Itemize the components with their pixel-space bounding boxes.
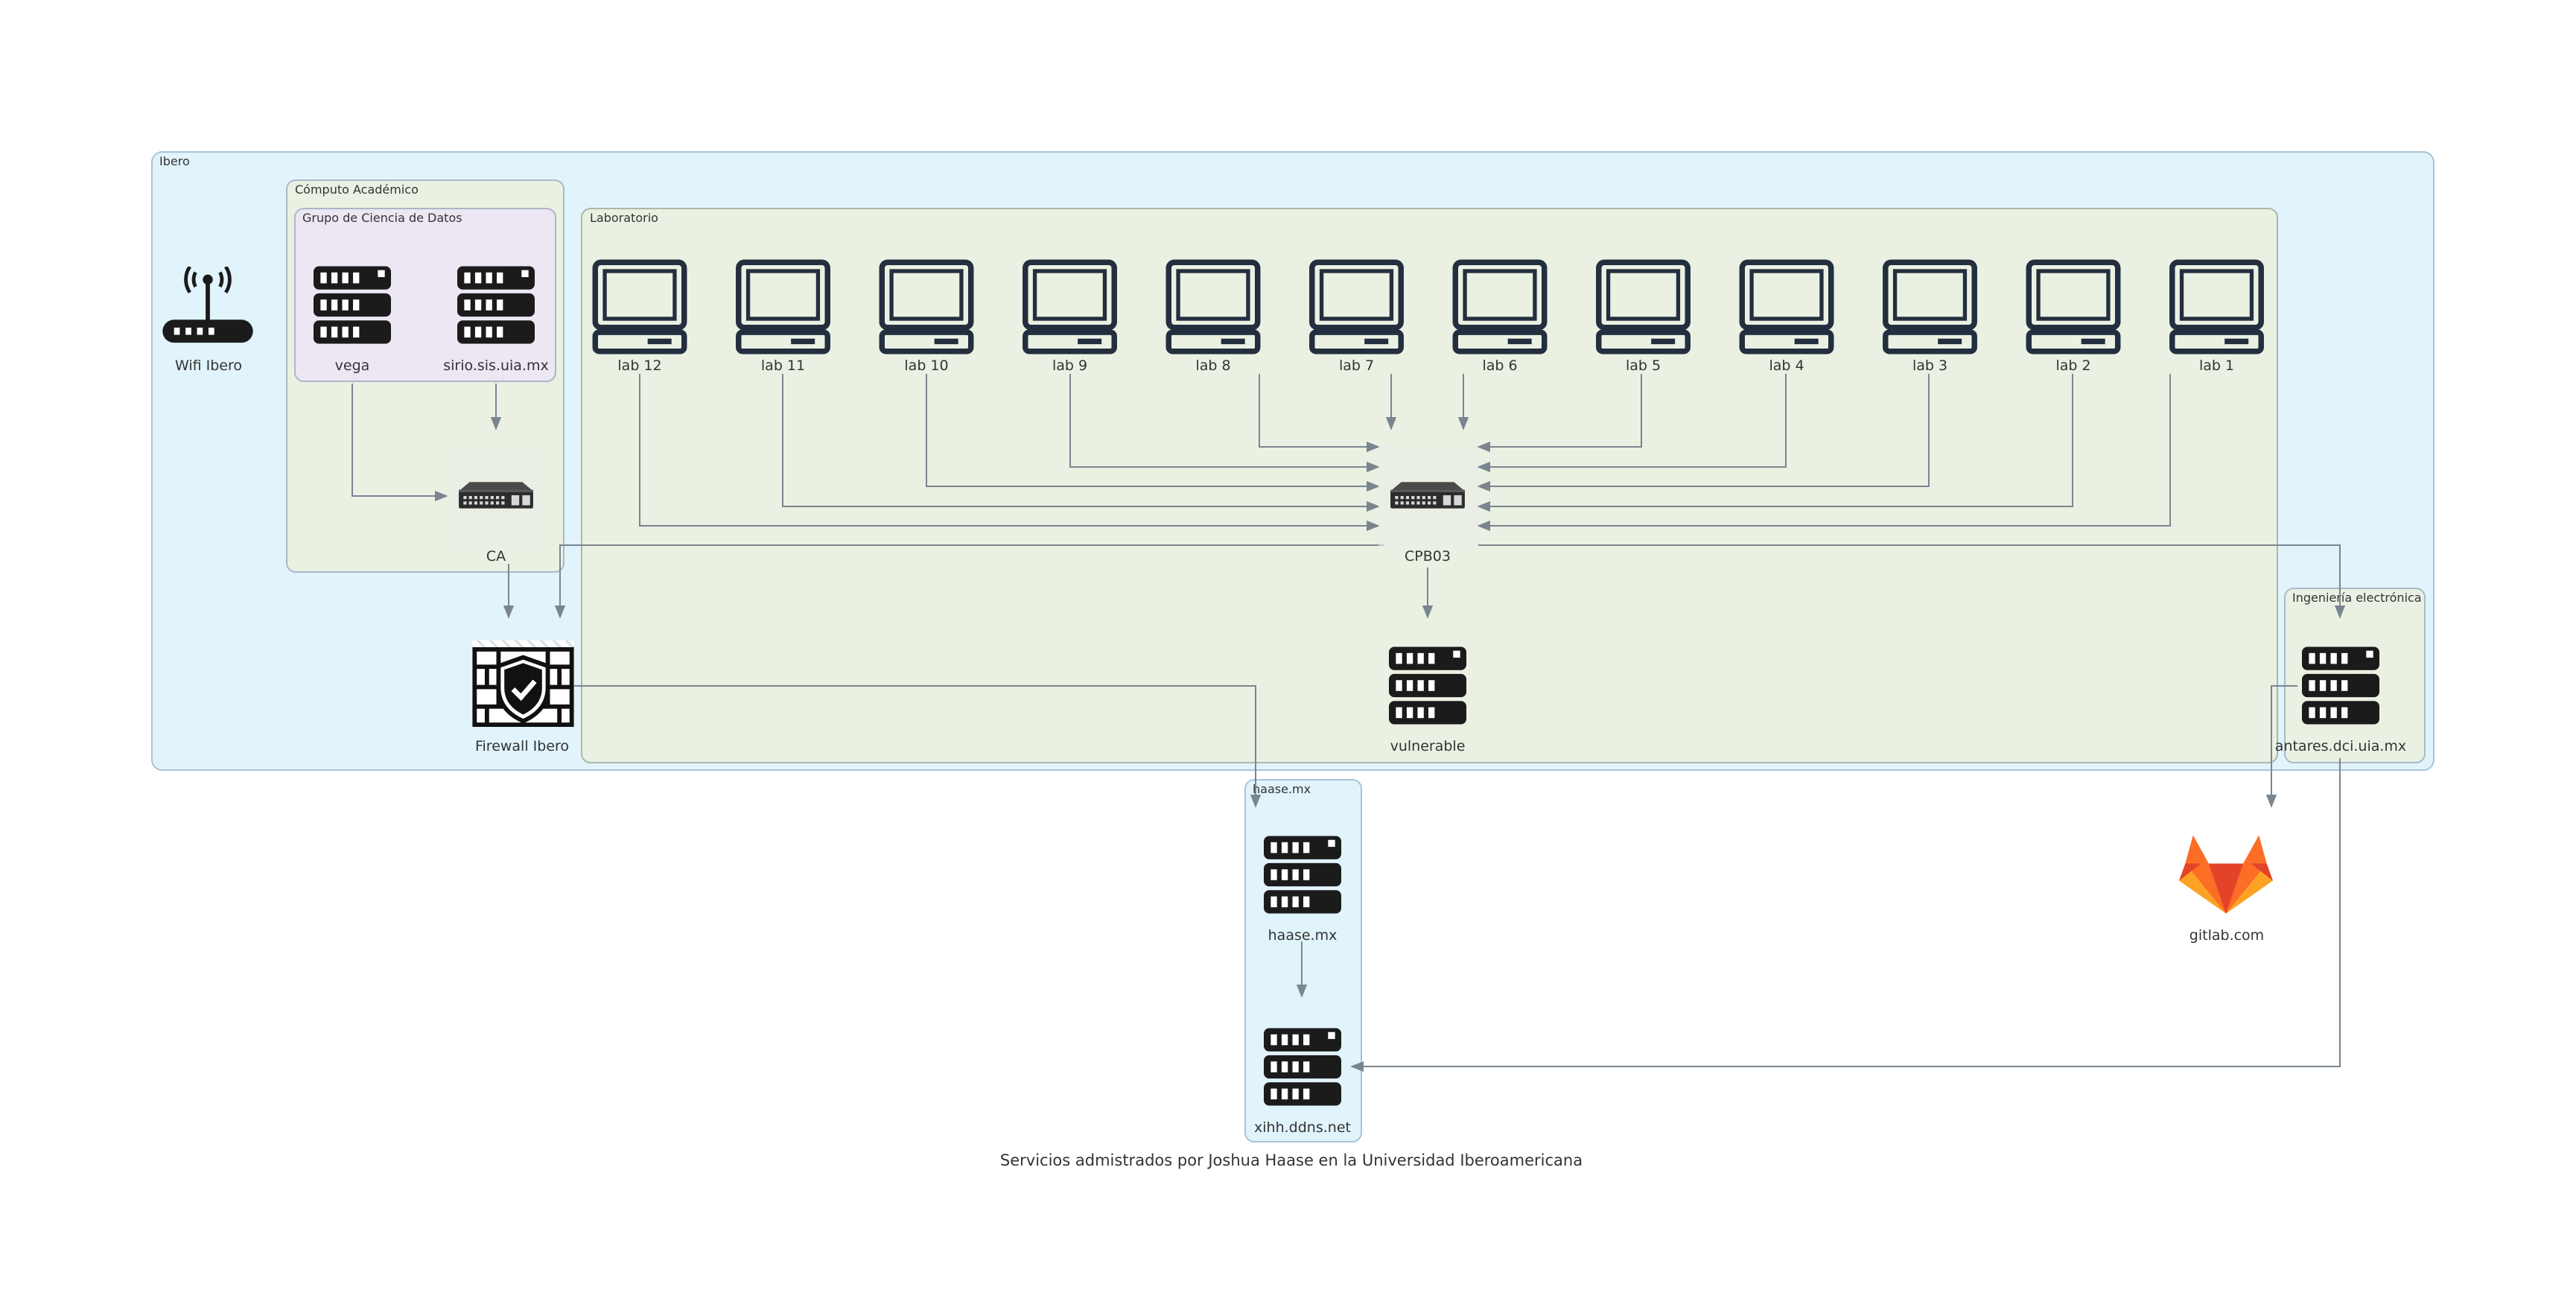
node-gitlab: gitlab.com: [2179, 835, 2273, 944]
network-switch-icon: [1390, 482, 1465, 509]
edge-lab2-cpb03: [1477, 374, 2073, 512]
edge-lab3-cpb03: [1477, 374, 1930, 492]
lab-computer-label: lab 9: [1052, 357, 1087, 374]
group-computo-label: Cómputo Académico: [295, 182, 419, 197]
server-icon: [314, 266, 391, 344]
lab-computer-label: lab 2: [2055, 357, 2090, 374]
lab-computer-label: lab 11: [761, 357, 805, 374]
lab-computer: lab 7: [1312, 262, 1401, 374]
lab-computer-label: lab 12: [617, 357, 661, 374]
node-sirio: sirio.sis.uia.mx: [443, 266, 549, 374]
node-ca-label: CA: [486, 548, 506, 565]
node-haase-server: haase.mx: [1264, 836, 1341, 944]
edge-lab12-cpb03: [639, 374, 1380, 532]
group-ingenieria-label: Ingeniería electrónica: [2292, 591, 2422, 605]
lab-computer-label: lab 8: [1195, 357, 1230, 374]
lab-computer: lab 11: [739, 262, 827, 374]
node-xihh: xihh.ddns.net: [1254, 1028, 1351, 1136]
diagram-caption: Servicios admistrados por Joshua Haase e…: [1000, 1151, 1583, 1169]
lab-computer: lab 4: [1742, 262, 1831, 374]
lab-computer: lab 9: [1025, 262, 1114, 374]
node-vega-label: vega: [335, 357, 370, 374]
edge-antares-xihh: [1350, 758, 2341, 1072]
node-gitlab-label: gitlab.com: [2189, 927, 2264, 944]
node-haase-server-label: haase.mx: [1268, 927, 1338, 944]
node-sirio-label: sirio.sis.uia.mx: [443, 357, 548, 374]
group-ciencia-label: Grupo de Ciencia de Datos: [302, 211, 462, 225]
edge-cpb03-antares: [1478, 544, 2346, 619]
edge-lab1-cpb03: [1477, 374, 2171, 532]
node-vega: vega: [314, 266, 391, 374]
lab-computer: lab 3: [1886, 262, 1974, 374]
lab-computer-label: lab 3: [1912, 357, 1947, 374]
server-icon: [1389, 646, 1466, 725]
edges: [352, 374, 2346, 1072]
lab-computer-label: lab 5: [1626, 357, 1661, 374]
lab-computer-label: lab 1: [2199, 357, 2234, 374]
lab-computer-label: lab 6: [1482, 357, 1517, 374]
lab-computer: lab 6: [1455, 262, 1544, 374]
node-xihh-label: xihh.ddns.net: [1254, 1119, 1351, 1136]
lab-computer: lab 12: [595, 262, 684, 374]
edge-vega-ca: [352, 384, 448, 502]
firewall-shield-icon: [474, 649, 571, 725]
lab-computer: lab 10: [882, 262, 970, 374]
laboratory-computers: lab 12 lab 11 lab 10 lab 9 lab 8 lab 7 lab 6 la…: [595, 262, 2261, 374]
lab-computer-label: lab 10: [904, 357, 948, 374]
node-vulnerable-label: vulnerable: [1390, 738, 1466, 754]
edge-lab4-cpb03: [1477, 374, 1787, 473]
network-switch-icon: [459, 482, 533, 509]
edge-firewall-haase: [573, 685, 1262, 808]
node-wifi-label: Wifi Ibero: [175, 357, 242, 374]
edge-antares-gitlab: [2265, 685, 2297, 808]
lab-computer: lab 1: [2172, 262, 2261, 374]
server-icon: [1264, 1028, 1341, 1106]
lab-computer-label: lab 4: [1769, 357, 1804, 374]
node-cpb03-label: CPB03: [1405, 548, 1451, 565]
edge-lab9-cpb03: [1069, 374, 1380, 473]
edge-cpb03-firewall: [554, 544, 1384, 619]
edge-lab8-cpb03: [1259, 374, 1380, 453]
node-ca: CA: [447, 447, 547, 565]
lab-computer-label: lab 7: [1339, 357, 1374, 374]
edge-lab10-cpb03: [926, 374, 1380, 492]
server-icon: [2302, 646, 2379, 725]
node-wifi: Wifi Ibero: [162, 267, 252, 374]
server-icon: [1264, 836, 1341, 914]
group-haase-label: haase.mx: [1253, 782, 1311, 796]
edge-lab5-cpb03: [1477, 374, 1642, 453]
server-icon: [457, 266, 535, 344]
group-laboratorio-label: Laboratorio: [590, 211, 658, 225]
node-antares-label: antares.dci.uia.mx: [2275, 738, 2406, 754]
node-antares: antares.dci.uia.mx: [2275, 646, 2406, 754]
group-ibero-label: Ibero: [159, 154, 190, 168]
lab-computer: lab 2: [2029, 262, 2117, 374]
edge-lab11-cpb03: [782, 374, 1380, 512]
lab-computer: lab 5: [1599, 262, 1688, 374]
node-firewall-label: Firewall Ibero: [475, 738, 569, 754]
lab-computer: lab 8: [1168, 262, 1257, 374]
node-cpb03: CPB03: [1378, 447, 1478, 565]
gitlab-logo-icon: [2179, 835, 2273, 914]
node-vulnerable: vulnerable: [1389, 646, 1466, 754]
node-firewall: Firewall Ibero: [472, 640, 574, 754]
